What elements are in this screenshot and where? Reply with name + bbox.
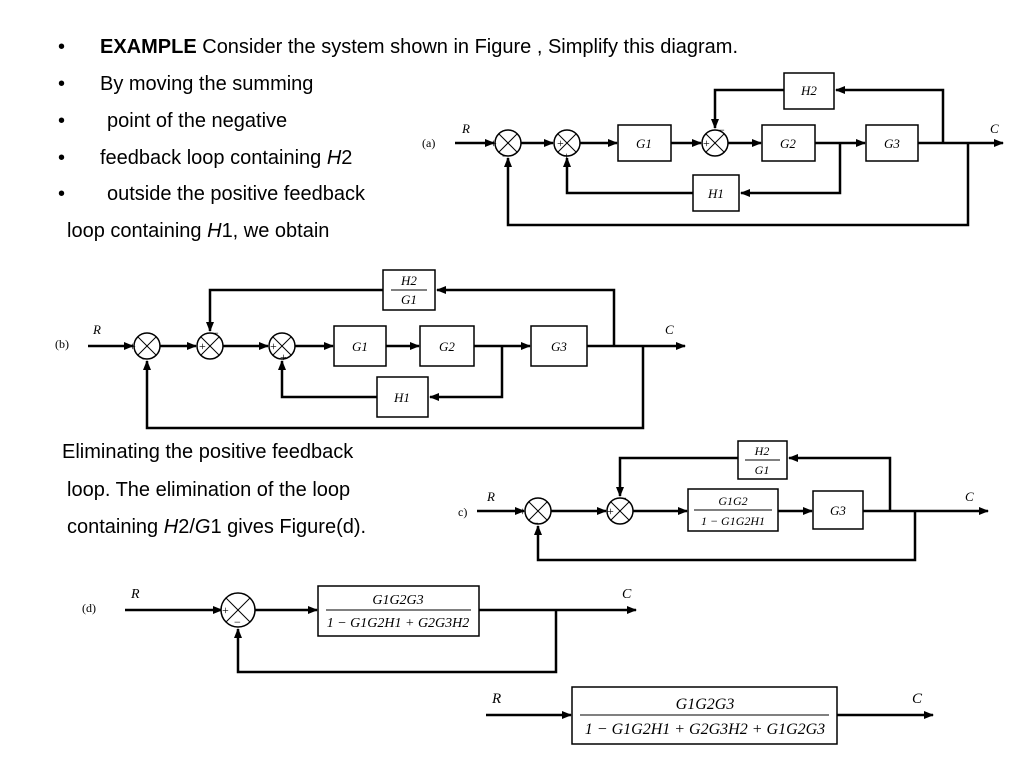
bullet-line-4: feedback loop containing H2	[100, 146, 352, 170]
block-h1-label: H1	[393, 390, 410, 405]
block-h1	[692, 174, 740, 212]
sign-plus: +	[557, 136, 564, 150]
sign-plus: +	[519, 504, 526, 518]
figure-d: (d) R C + − G1G2G3 1 − G1G2H1 + G2G3H2	[82, 585, 637, 674]
bullet-marker: •	[58, 147, 66, 169]
g1-denominator: G1	[755, 463, 770, 477]
output-c-label: C	[665, 322, 674, 337]
sign-minus: −	[532, 516, 539, 530]
sign-minus: −	[234, 615, 241, 629]
output-c-label: C	[912, 691, 923, 707]
block-h2	[783, 72, 835, 110]
output-c-label: C	[990, 121, 999, 136]
input-r-label: R	[130, 587, 140, 602]
bullet-line-2: By moving the summing	[100, 73, 314, 95]
line-6-rest: 1, we obtain	[221, 220, 330, 242]
block-g3	[812, 490, 864, 530]
para-3-var-g: G	[194, 516, 211, 538]
output-c-label: C	[965, 489, 974, 504]
input-r-label: R	[461, 121, 470, 136]
block-g3	[530, 325, 588, 367]
overall-denominator: 1 − G1G2H1 + G2G3H2	[327, 616, 470, 631]
paragraph-line-2: loop. The elimination of the loop	[67, 479, 351, 501]
h2-numerator: H2	[400, 273, 417, 288]
block-h2-label: H2	[800, 83, 817, 98]
para-3-mid: 2/	[178, 516, 195, 538]
para-3-text: containing	[67, 516, 164, 538]
input-r-label: R	[491, 691, 501, 707]
bullet-4-var: H	[326, 147, 342, 169]
block-g2-label: G2	[439, 339, 455, 354]
block-g3-label: G3	[830, 503, 846, 518]
bullet-line-5: outside the positive feedback	[107, 183, 365, 205]
bullet-4-sub: 2	[341, 147, 353, 169]
line-6-var: H	[207, 220, 222, 242]
figure-d-label: (d)	[82, 601, 96, 615]
sign-minus: −	[620, 491, 627, 505]
block-g1-label: G1	[352, 339, 368, 354]
block-g3-label: G3	[551, 339, 567, 354]
output-c-label: C	[622, 587, 632, 602]
final-numerator: G1G2G3	[676, 696, 735, 713]
sign-minus: −	[718, 123, 725, 137]
figure-c: c) R C + − + − G1G2 1 − G1G2H1 G3	[458, 440, 989, 562]
sign-plus: +	[129, 339, 136, 353]
figure-a-label: (a)	[422, 136, 435, 150]
closed-loop-denominator: 1 − G1G2H1	[701, 514, 765, 528]
input-r-label: R	[486, 489, 495, 504]
bullet-4-text: feedback loop containing	[100, 147, 327, 169]
example-text: Consider the system shown in Figure , Si…	[196, 36, 739, 58]
closed-loop-numerator: G1G2	[718, 494, 747, 508]
figure-b: (b) R C + − + − +	[55, 269, 686, 430]
bullet-line-1: EXAMPLE Consider the system shown in Fig…	[100, 35, 738, 59]
bullet-marker: •	[58, 183, 66, 205]
sign-plus: +	[270, 339, 277, 353]
block-g1-label: G1	[636, 136, 652, 151]
g1-denominator: G1	[401, 292, 417, 307]
sign-plus: +	[563, 149, 570, 163]
sign-plus: +	[280, 350, 287, 364]
sign-minus: −	[502, 149, 509, 163]
sign-minus: −	[142, 352, 149, 366]
block-h1	[376, 376, 429, 418]
block-g3	[865, 124, 919, 162]
sign-plus: +	[607, 504, 614, 518]
sign-minus: −	[212, 326, 219, 340]
figure-c-label: c)	[458, 505, 467, 519]
bullet-marker: •	[58, 110, 66, 132]
final-denominator: 1 − G1G2H1 + G2G3H2 + G1G2G3	[585, 721, 825, 738]
paragraph-line-3: containing H2/G1 gives Figure(d).	[67, 515, 366, 539]
figure-b-label: (b)	[55, 337, 69, 351]
h2-numerator: H2	[754, 444, 770, 458]
bullet-line-3: point of the negative	[107, 110, 288, 132]
block-g2	[419, 325, 475, 367]
block-h1-label: H1	[707, 186, 724, 201]
line-6-text: loop containing	[67, 220, 208, 242]
input-r-label: R	[92, 322, 101, 337]
para-3-var-h: H	[163, 516, 179, 538]
block-g3-label: G3	[884, 136, 900, 151]
figure-a: (a) R C + − + + + −	[422, 72, 1004, 227]
block-overall-tf	[317, 585, 480, 637]
sign-plus: +	[703, 136, 710, 150]
example-label: EXAMPLE	[100, 36, 197, 58]
text-line-6: loop containing H1, we obtain	[67, 219, 329, 243]
paragraph-line-1: Eliminating the positive feedback	[62, 441, 354, 463]
bullet-marker: •	[58, 36, 66, 58]
block-g2-label: G2	[780, 136, 796, 151]
bullet-marker: •	[58, 73, 66, 95]
sign-plus: +	[222, 603, 229, 617]
para-3-rest: 1 gives Figure(d).	[210, 516, 367, 538]
sign-plus: +	[199, 339, 206, 353]
figure-final: R C G1G2G3 1 − G1G2H1 + G2G3H2 + G1G2G3	[486, 686, 934, 745]
block-g1	[333, 325, 387, 367]
overall-numerator: G1G2G3	[372, 593, 423, 608]
sign-plus: +	[490, 136, 497, 150]
